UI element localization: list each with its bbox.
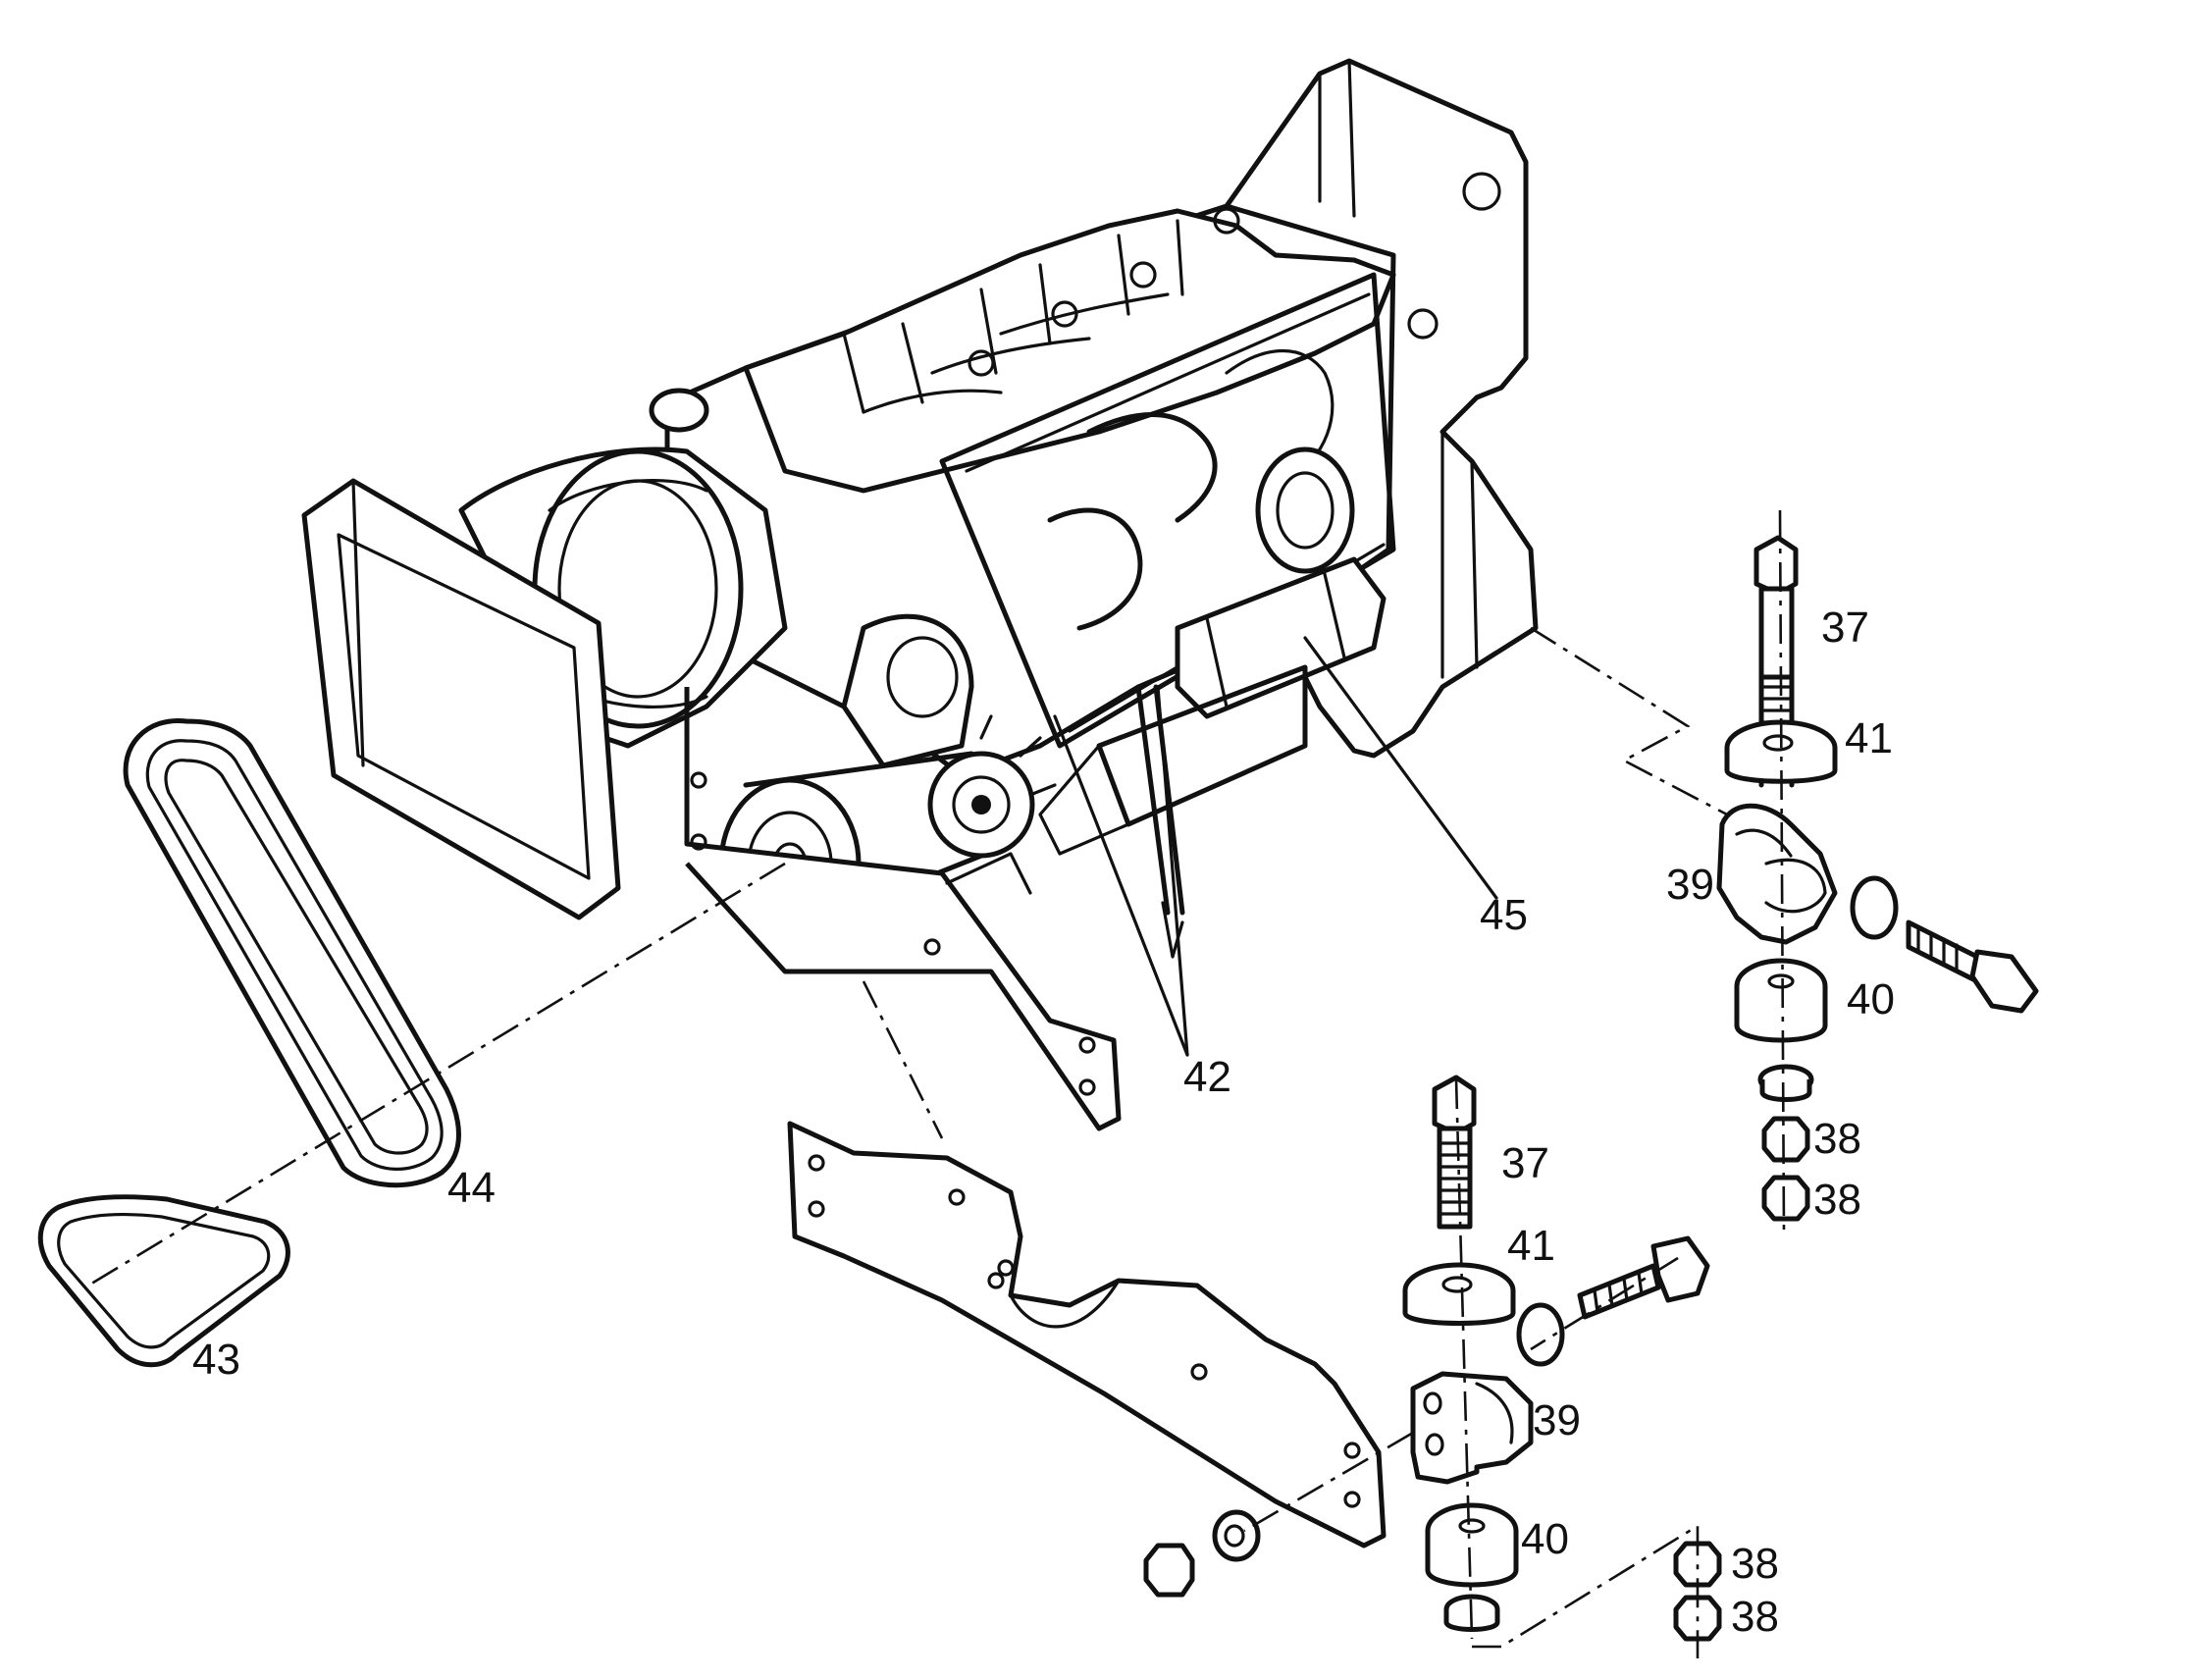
callout-41-lower: 41 [1507, 1222, 1555, 1270]
callout-labels: 37 41 39 40 38 38 45 42 44 43 37 41 39 4… [192, 604, 1895, 1641]
callout-39-lower: 39 [1533, 1396, 1581, 1444]
v-belt-43 [37, 1194, 290, 1368]
callout-42: 42 [1183, 1053, 1231, 1101]
mounting-bracket-plate [787, 1121, 1387, 1549]
callout-40-lower: 40 [1521, 1515, 1569, 1563]
engine-block [649, 58, 1539, 959]
belt-alignment-line [87, 862, 786, 1287]
callout-40-upper: 40 [1847, 975, 1895, 1024]
engine-mount-set-upper [1530, 509, 2039, 1233]
callout-44: 44 [447, 1164, 496, 1212]
callout-41-upper: 41 [1845, 714, 1893, 762]
callout-39-upper: 39 [1666, 861, 1714, 909]
callout-38-lower-2: 38 [1731, 1593, 1779, 1641]
engine-mount-set-lower [862, 980, 1722, 1658]
inlet-screen-frame [301, 478, 621, 920]
engine-side-bracket [684, 687, 1122, 1131]
callout-45: 45 [1480, 891, 1528, 939]
callout-38-upper-1: 38 [1813, 1115, 1861, 1163]
leader-lines [1053, 636, 1498, 1057]
callout-37-upper: 37 [1821, 604, 1869, 652]
callout-38-upper-2: 38 [1813, 1176, 1861, 1224]
v-belt-44 [123, 717, 461, 1188]
callout-37-lower: 37 [1501, 1139, 1549, 1187]
callout-38-lower-1: 38 [1731, 1540, 1779, 1588]
callout-43: 43 [192, 1336, 240, 1384]
